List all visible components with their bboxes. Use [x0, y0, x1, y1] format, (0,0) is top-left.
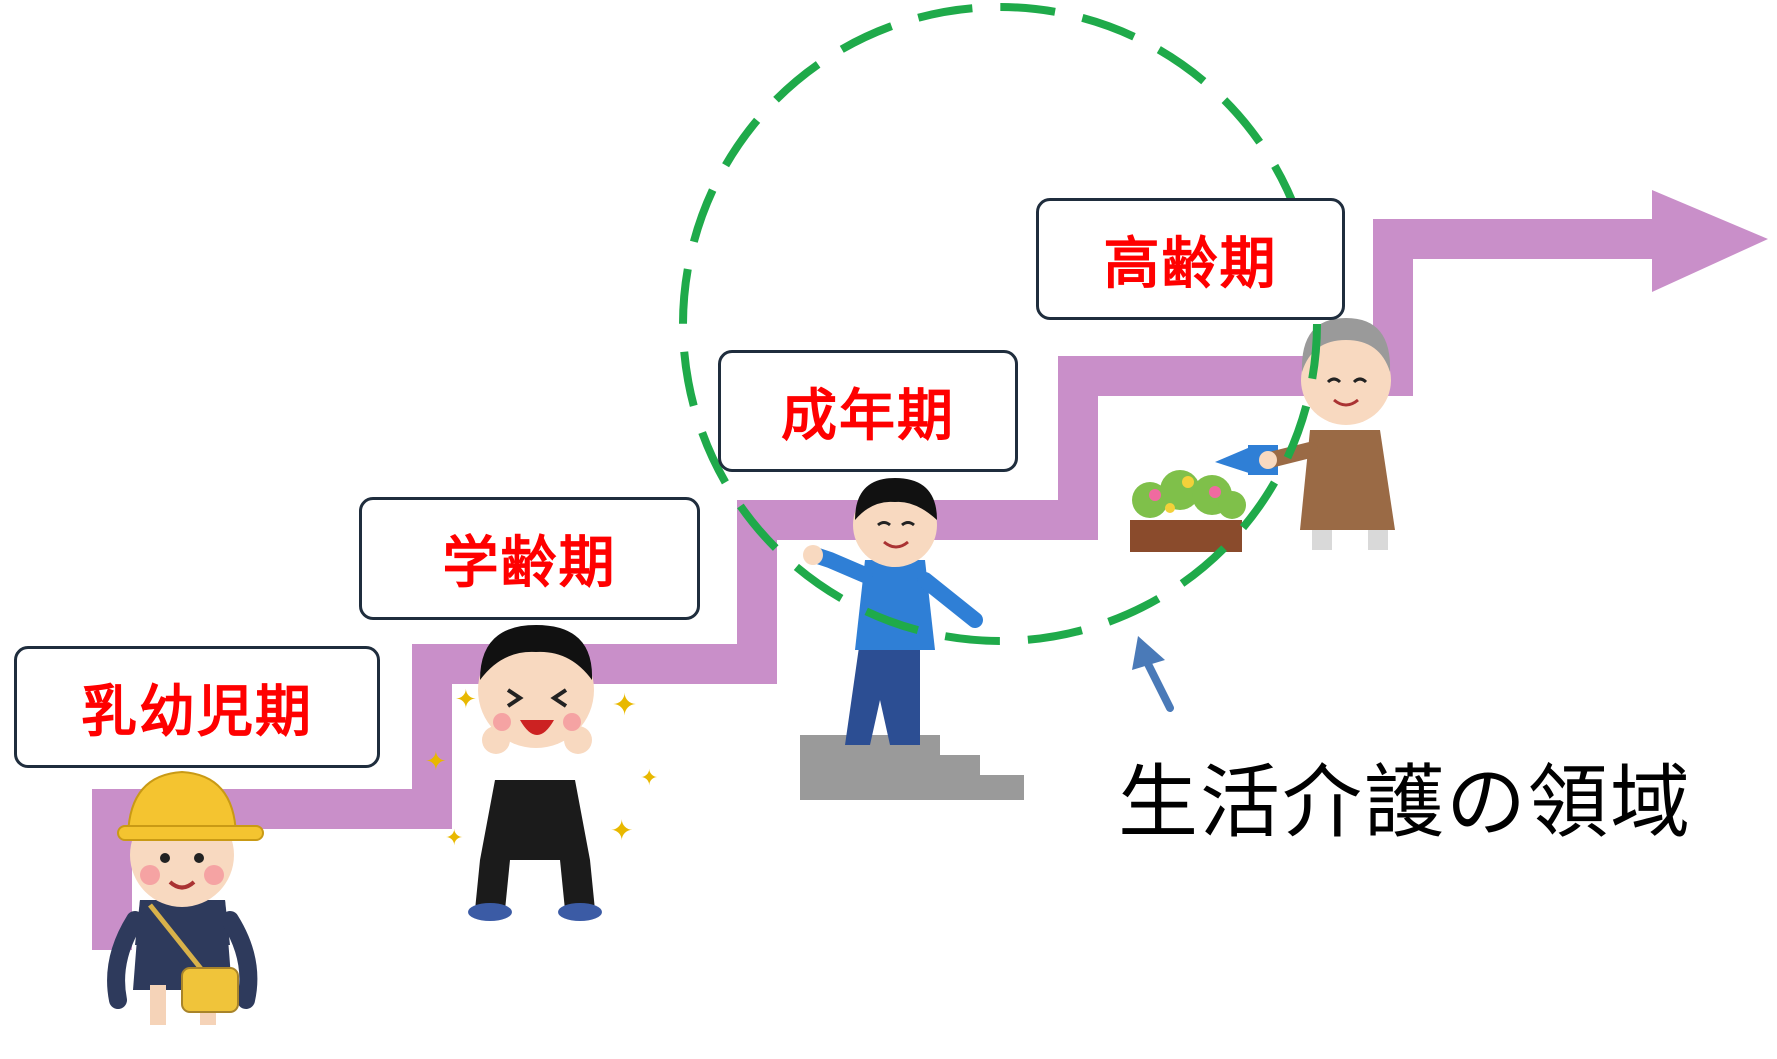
stage-label-senior: 高齢期 [1036, 198, 1345, 320]
pointer-arrow [1132, 636, 1174, 712]
life-path-arrow [92, 190, 1768, 950]
stage-label-adult: 成年期 [718, 350, 1018, 472]
svg-text:✦: ✦ [610, 814, 633, 847]
infant-child-illustration [107, 770, 264, 1025]
stage-label-infant: 乳幼児期 [14, 646, 380, 768]
stage-label-school: 学齢期 [359, 497, 700, 620]
life-path-arrowhead [1652, 190, 1768, 292]
svg-text:✦: ✦ [425, 747, 447, 777]
school-boy-illustration: ✦ ✦ ✦ ✦ ✦ ✦ [425, 625, 658, 921]
svg-text:✦: ✦ [640, 766, 658, 791]
adult-walking-illustration [800, 478, 1024, 800]
senior-gardening-illustration [1130, 318, 1395, 552]
svg-text:✦: ✦ [455, 685, 477, 715]
life-path-staircase [92, 219, 1665, 950]
care-scope-highlight-circle [679, 3, 1321, 645]
care-scope-caption: 生活介護の領域 [1118, 756, 1692, 849]
svg-text:✦: ✦ [612, 688, 637, 723]
svg-text:✦: ✦ [445, 826, 463, 851]
